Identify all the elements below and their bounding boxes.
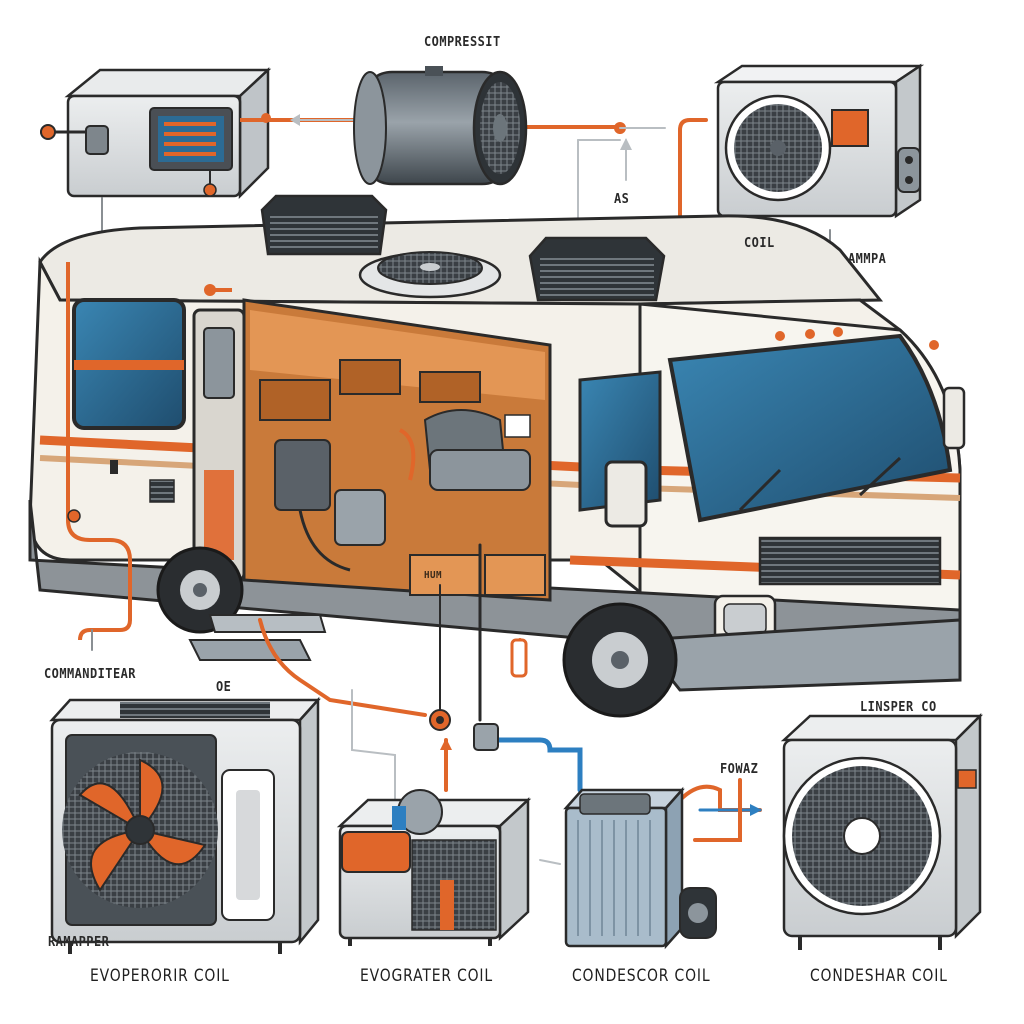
caption-condenser-2: CONDESHAR COIL <box>810 966 948 986</box>
caption-condenser-1: CONDESCOR COIL <box>572 966 711 986</box>
bottom-connectors <box>91 543 762 865</box>
condenser-unit-right <box>780 712 984 950</box>
wheel <box>156 546 244 634</box>
condenser-unit-top <box>713 63 925 219</box>
ac-unit-left <box>49 696 321 954</box>
label-hum: HUM <box>424 570 442 581</box>
label-linsper: LINSPER CO <box>860 700 937 715</box>
fan-icon <box>724 94 832 202</box>
compressor-icon <box>353 66 528 186</box>
wheel <box>562 602 678 718</box>
label-as: AS <box>614 192 630 207</box>
roof-fan <box>358 251 502 299</box>
fan-icon <box>782 756 942 916</box>
label-condenser-left: COMMANDITEAR <box>44 667 136 682</box>
vent-icon <box>528 236 666 302</box>
label-ramapper: RAMAPPER <box>48 935 110 950</box>
caption-evaporator-2: EVOGRATER COIL <box>360 966 493 986</box>
control-box-icon <box>40 67 272 200</box>
label-oe: OE <box>216 680 232 695</box>
fan-icon <box>62 752 218 908</box>
rv-illustration <box>28 214 966 718</box>
condenser-unit-middle <box>563 786 717 950</box>
evaporator-unit <box>336 789 532 946</box>
label-coil: COIL <box>744 236 775 251</box>
label-fowaz: FOWAZ <box>720 762 759 777</box>
label-ampa: AMMPA <box>848 252 887 267</box>
label-compressor: COMPRESSIT <box>424 35 501 50</box>
vent-icon <box>260 194 388 256</box>
caption-evaporator-1: EVOPERORIR COIL <box>90 966 230 986</box>
